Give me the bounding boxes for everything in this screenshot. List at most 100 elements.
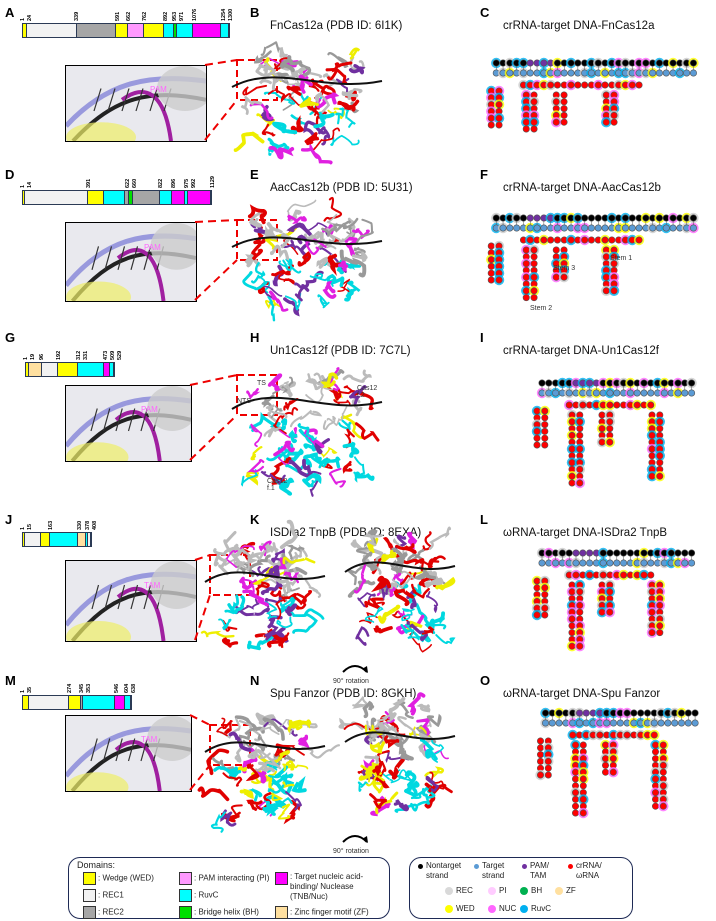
crrna-nucleotide xyxy=(609,768,617,776)
base-pair xyxy=(115,408,123,432)
crrna-nucleotide xyxy=(656,425,664,433)
target-nucleotide xyxy=(688,559,696,567)
protein-ribbon xyxy=(406,621,429,642)
protein-ribbon xyxy=(227,766,239,780)
legend-label: NUC xyxy=(499,904,517,913)
target-nucleotide xyxy=(599,559,607,567)
residue-tick: 971 xyxy=(179,11,186,21)
protein-ribbon xyxy=(286,222,312,237)
protein-ribbon xyxy=(355,540,369,556)
zoom-line xyxy=(189,374,238,386)
domain-segment-rec1 xyxy=(41,363,58,376)
legend-item: PAM/ TAM xyxy=(522,861,558,881)
pam-strand xyxy=(120,90,173,141)
protein-ribbon xyxy=(435,634,456,645)
protein-ribbon xyxy=(310,455,331,469)
crrna-nucleotide xyxy=(487,262,495,270)
nontarget-nucleotide xyxy=(519,214,527,222)
crrna-nucleotide xyxy=(530,287,538,295)
crrna-nucleotide xyxy=(547,81,555,89)
protein-ribbon xyxy=(397,739,414,761)
domain-segment-wed xyxy=(69,696,82,709)
domain-segment-rec2 xyxy=(81,696,83,709)
legend-dot xyxy=(445,886,453,895)
target-nucleotide xyxy=(688,389,696,397)
protein-ribbon xyxy=(297,251,312,267)
protein-ribbon xyxy=(235,606,270,617)
crrna-nucleotide xyxy=(656,459,664,467)
rec-domain-ribbon xyxy=(150,561,196,609)
structure-inset: PAM xyxy=(65,385,192,462)
base-pair xyxy=(140,738,148,762)
residue-tick: 14 xyxy=(27,181,34,188)
target-nucleotide xyxy=(613,389,621,397)
nontarget-nucleotide xyxy=(640,379,648,387)
structure-title: Un1Cas12f (PDB ID: 7C7L) xyxy=(270,345,411,357)
domain-segment-zf xyxy=(28,363,42,376)
panel-label-A: A xyxy=(5,5,15,20)
protein-ribbon xyxy=(348,63,366,75)
target-nucleotide xyxy=(601,69,609,77)
domain-segment-nuc xyxy=(104,363,111,376)
protein-ribbon xyxy=(353,564,367,594)
diagram-title: ωRNA-target DNA-ISDra2 TnpB xyxy=(503,527,668,539)
dna-strand xyxy=(344,561,456,573)
protein-ribbon xyxy=(216,717,228,737)
domain-segment-pi xyxy=(127,24,144,37)
nontarget-nucleotide xyxy=(669,59,677,67)
protein-ribbon xyxy=(247,204,268,225)
protein-ribbon xyxy=(197,786,230,802)
crrna-nucleotide xyxy=(598,608,606,616)
structure-inset: TAM xyxy=(65,560,197,642)
legend-swatch xyxy=(179,906,192,919)
domain-segment-ruvc xyxy=(221,24,229,37)
protein-ribbon xyxy=(234,715,265,734)
panel-label-J: J xyxy=(5,512,13,527)
target-nucleotide xyxy=(674,389,682,397)
residue-tick: 339 xyxy=(74,11,81,21)
protein-ribbon xyxy=(267,87,292,103)
residue-tick: 96 xyxy=(39,353,46,360)
nontarget-nucleotide xyxy=(492,214,500,222)
crrna-nucleotide xyxy=(602,118,610,126)
protein-ribbon xyxy=(258,761,276,773)
protein-ribbon xyxy=(242,271,268,291)
crrna-nucleotide xyxy=(579,401,587,409)
protein-ribbon xyxy=(411,583,430,599)
legend-label: : Target nucleic acid-binding/ Nuclease … xyxy=(290,872,364,901)
protein-ribbon xyxy=(412,565,437,580)
protein-ribbon xyxy=(307,372,324,386)
target-nucleotide xyxy=(542,719,550,727)
crrna-nucleotide xyxy=(540,236,548,244)
crrna-nucleotide xyxy=(579,741,587,749)
protein-ribbon xyxy=(377,604,401,624)
legend-item-wed: : Wedge (WED) xyxy=(83,872,154,885)
protein-ribbon xyxy=(268,145,295,160)
crrna-nucleotide xyxy=(568,479,576,487)
base-pair xyxy=(91,246,100,270)
target-nucleotide xyxy=(678,719,686,727)
protein-ribbon xyxy=(322,73,339,88)
crrna-nucleotide xyxy=(568,622,576,630)
zoom-line xyxy=(194,219,238,223)
domain-segment-ruvc xyxy=(159,191,172,204)
target-nucleotide xyxy=(567,69,575,77)
residue-tick: 622 xyxy=(124,178,131,188)
crrna-nucleotide xyxy=(541,434,549,442)
protein-ribbon xyxy=(254,50,272,64)
protein-ribbon xyxy=(223,719,234,735)
protein-ribbon xyxy=(393,799,410,812)
protein-ribbon xyxy=(218,618,232,631)
crrna-nucleotide xyxy=(568,459,576,467)
protein-ribbon xyxy=(252,573,271,585)
target-nucleotide xyxy=(669,224,677,232)
protein-ribbon xyxy=(282,556,316,565)
crrna-nucleotide xyxy=(602,741,610,749)
target-nucleotide xyxy=(538,559,546,567)
protein-ribbon xyxy=(250,446,263,461)
crrna-nucleotide xyxy=(552,118,560,126)
diagram-title: crRNA-target DNA-Un1Cas12f xyxy=(503,345,659,357)
crrna-nucleotide xyxy=(533,577,541,585)
